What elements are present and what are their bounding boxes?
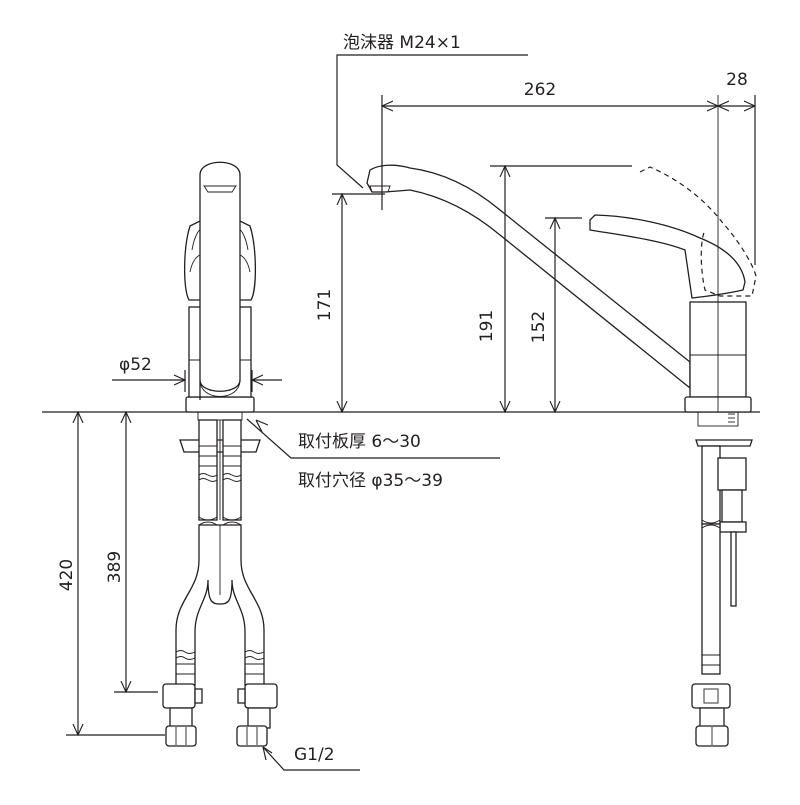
hose-length-dimensions: 420 389 bbox=[57, 412, 165, 735]
lever-raised-height-label: 191 bbox=[477, 310, 497, 342]
lever-height-label: 152 bbox=[529, 311, 549, 343]
spout-reach-label: 262 bbox=[524, 80, 556, 100]
aerator-label: 泡沫器 M24×1 bbox=[343, 33, 461, 53]
front-view bbox=[162, 161, 278, 747]
lever-height-dimension: 152 bbox=[529, 218, 582, 412]
mounting-callout: 取付板厚 6〜30 取付穴径 φ35〜39 bbox=[246, 418, 500, 491]
connection-label: G1/2 bbox=[294, 745, 335, 765]
hose-to-fitting-label: 389 bbox=[105, 551, 125, 583]
diameter-52-dimension: φ52 bbox=[112, 355, 282, 392]
connection-callout: G1/2 bbox=[262, 745, 360, 771]
spout-height-label: 171 bbox=[315, 289, 335, 321]
mount-hole-label: 取付穴径 φ35〜39 bbox=[298, 471, 443, 491]
spout-height-dimension: 171 bbox=[315, 194, 385, 412]
aerator-callout: 泡沫器 M24×1 bbox=[336, 33, 528, 189]
lever-raised-height-dimension: 191 bbox=[477, 166, 632, 412]
spout-reach-dimension: 262 bbox=[382, 80, 718, 210]
hose-total-length-label: 420 bbox=[57, 559, 77, 591]
lever-offset-dimension: 28 bbox=[718, 70, 755, 265]
body-diameter-label: φ52 bbox=[119, 355, 152, 375]
side-view bbox=[366, 164, 757, 747]
lever-offset-label: 28 bbox=[726, 70, 748, 90]
mount-thickness-label: 取付板厚 6〜30 bbox=[298, 432, 421, 452]
